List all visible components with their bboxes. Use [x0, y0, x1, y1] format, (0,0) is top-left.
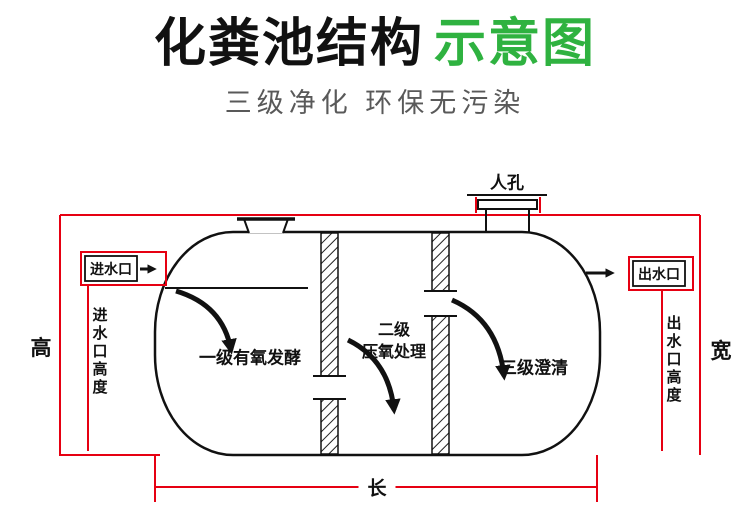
outlet-label: 出水口 [638, 266, 680, 282]
outlet-height-label: 出水口高度 [664, 315, 682, 405]
length-dimension-label: 长 [358, 473, 396, 501]
partition-2-upper [431, 232, 450, 292]
manhole-riser-walls [485, 209, 530, 233]
dim-height-line [59, 215, 160, 456]
inlet-red-frame [80, 251, 167, 286]
chamber-2-label-line2: 压氧处理 [361, 344, 427, 361]
dim-manhole-ticks [475, 197, 541, 213]
manhole-riser [477, 199, 538, 233]
outlet-assembly [586, 256, 694, 291]
partition-1-upper [320, 232, 339, 377]
inlet-label: 进水口 [90, 261, 132, 277]
flow-arrows [175, 288, 511, 415]
outlet-red-frame [628, 256, 694, 291]
flow-arrow-2 [346, 337, 401, 415]
left-collar-neck [242, 218, 290, 234]
height-dimension-label: 高 [30, 337, 52, 360]
flow-arrow-1 [175, 288, 237, 355]
partition-1-lower [320, 398, 339, 455]
inlet-height-label: 进水口高度 [90, 307, 108, 397]
manhole-flange [477, 199, 538, 210]
chamber-3-label: 三级澄清 [500, 358, 568, 378]
title-main: 化粪池结构 [153, 15, 424, 73]
left-collar [237, 217, 295, 234]
manhole-label: 人孔 [490, 173, 524, 193]
inlet-assembly [80, 251, 167, 286]
inlet-label-box [84, 255, 138, 282]
partition-walls [313, 232, 457, 455]
chamber-1-label: 一级有氧发酵 [199, 348, 301, 368]
header: 化粪池结构示意图 三级净化 环保无污染 [0, 15, 750, 120]
outlet-label-box [632, 260, 686, 287]
title-accent: 示意图 [434, 15, 597, 73]
page-title: 化粪池结构示意图 [0, 15, 750, 73]
dimension-lines [59, 197, 701, 502]
width-dimension-label: 宽 [710, 340, 732, 363]
flow-arrow-3 [450, 297, 511, 381]
partition-2-lower [431, 315, 450, 455]
chamber-2-label-line1: 二级 [377, 322, 411, 339]
page-subtitle: 三级净化 环保无污染 [224, 88, 526, 119]
